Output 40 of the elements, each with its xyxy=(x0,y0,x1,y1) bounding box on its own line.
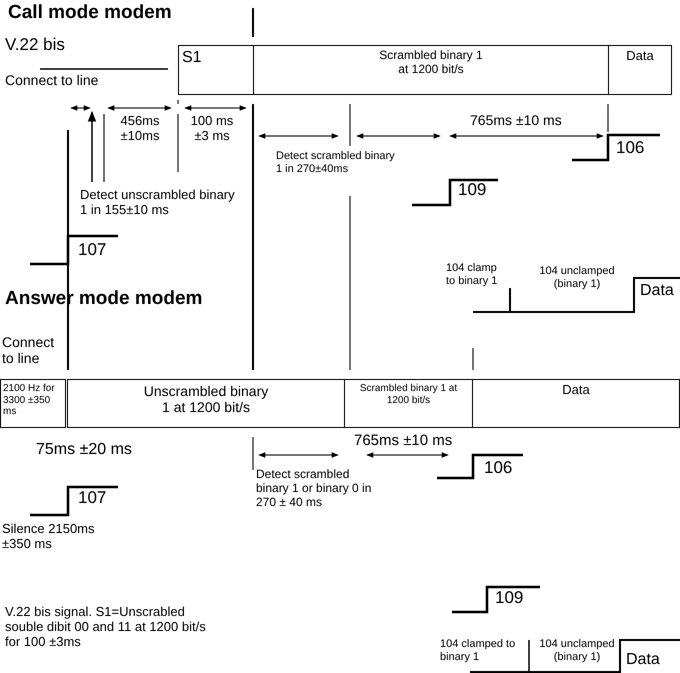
signal-segment-box xyxy=(178,45,254,95)
signal-number: 109 xyxy=(495,588,524,608)
state-label: Data xyxy=(626,651,660,670)
event-label: Silence 2150ms ±350 ms xyxy=(2,522,96,552)
segment-text: Scrambled binary 1 at 1200 bit/s xyxy=(378,49,484,77)
timing-label: 75ms ±20 ms xyxy=(36,441,132,460)
segment-text: 2100 Hz for 3300 ±350 ms xyxy=(3,383,56,418)
state-label: Data xyxy=(640,282,674,300)
signal-number: 109 xyxy=(458,180,486,200)
event-label: Detect unscrambled binary 1 in 155±10 ms xyxy=(80,188,236,218)
timing-label: 765ms ±10 ms xyxy=(470,112,562,128)
event-label: Detect scrambled binary 1 in 270±40ms xyxy=(276,150,396,176)
state-label: 104 clamp to binary 1 xyxy=(446,262,498,288)
timing-label: 456ms ±10ms xyxy=(119,114,161,144)
segment-text: Data xyxy=(625,49,655,64)
segment-text: S1 xyxy=(182,49,203,68)
timing-label: 100 ms ±3 ms xyxy=(190,114,234,144)
state-label: 104 clamped to binary 1 xyxy=(440,638,516,664)
signal-segment-box xyxy=(344,379,473,428)
standard-label: V.22 bis xyxy=(5,35,65,55)
event-label: Detect scrambled binary 1 or binary 0 in 270 ± 40 ms xyxy=(256,468,372,510)
signal-segment-box xyxy=(253,45,609,95)
event-label: Connect to line xyxy=(2,334,56,366)
section-heading: Call mode modem xyxy=(8,2,172,24)
state-label: 104 unclamped (binary 1) xyxy=(538,265,616,290)
note: V.22 bis signal. S1=Unscrabled souble dibit 00 and 11 at 1200 bit/s for 100 ±3ms xyxy=(5,605,207,650)
signal-number: 107 xyxy=(78,240,106,260)
signal-segment-box xyxy=(472,379,680,428)
signal-segment-box xyxy=(67,379,345,428)
segment-text: Unscrambled binary 1 at 1200 bit/s xyxy=(142,383,270,416)
state-label: 104 unclamped (binary 1) xyxy=(538,638,616,664)
segment-text: Data xyxy=(561,383,591,398)
signal-number: 106 xyxy=(484,458,512,478)
signal-segment-box xyxy=(608,45,672,95)
segment-text: Scrambled binary 1 at 1200 bit/s xyxy=(358,383,458,406)
timing-label: 765ms ±10 ms xyxy=(354,432,452,450)
signal-segment-box xyxy=(0,379,66,428)
signal-number: 106 xyxy=(616,138,644,158)
event-label: Connect to line xyxy=(5,72,98,88)
signal-number: 107 xyxy=(78,488,106,508)
